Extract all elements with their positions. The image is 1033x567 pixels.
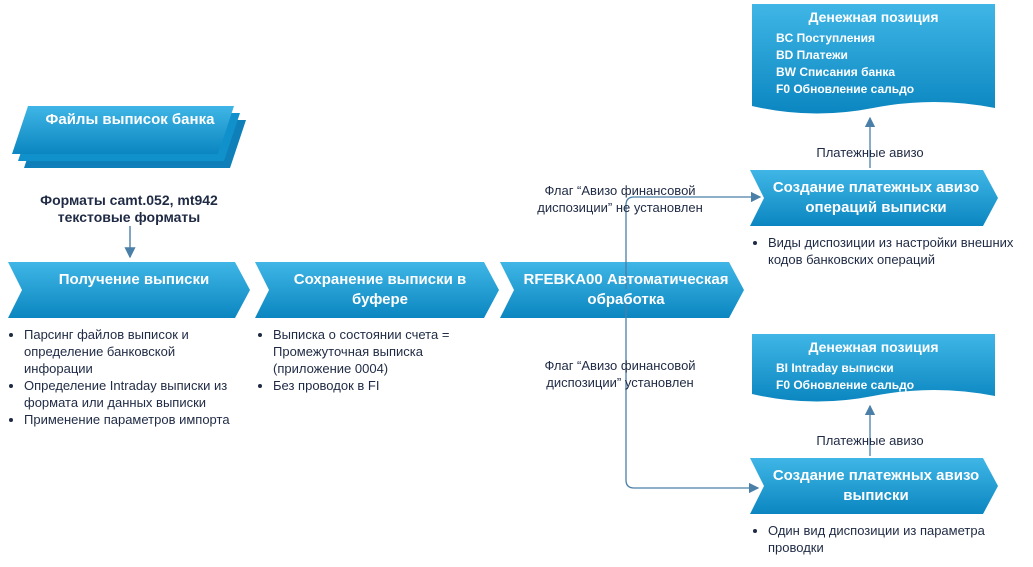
- list-item: Виды диспозиции из настройки внешних код…: [768, 234, 1033, 268]
- list-item: Определение Intraday выписки из формата …: [24, 377, 239, 411]
- condition-bottom-label: Флаг “Авизо финансовой диспозиции” устан…: [544, 358, 696, 390]
- list-item: Выписка о состоянии счета = Промежуточна…: [273, 326, 495, 377]
- input-formats-label: Форматы camt.052, mt942 текстовые формат…: [40, 192, 218, 225]
- payment-advice-top-label: Платежные авизо: [816, 145, 924, 160]
- cash-position-top-shape: [752, 4, 995, 114]
- connector-branch-bottom: [625, 300, 760, 494]
- list-item: BW Списания банка: [776, 65, 896, 79]
- action-top-bullets: Виды диспозиции из настройки внешних код…: [752, 234, 1033, 268]
- payment-advice-bottom-label: Платежные авизо: [816, 433, 924, 448]
- step-rfebka00-title: RFEBKA00 Автоматическая обработка: [523, 271, 729, 308]
- action-top-shape: [750, 170, 998, 226]
- condition-top-label: Флаг “Авизо финансовой диспозиции” не ус…: [537, 183, 703, 215]
- list-item: F0 Обновление сальдо: [776, 82, 915, 96]
- cash-position-bottom-title: Денежная позиция: [808, 339, 939, 355]
- cash-position-bottom-items: BI Intraday выписки F0 Обновление сальдо: [776, 360, 986, 394]
- action-bottom-title: Создание платежных авизо выписки: [772, 467, 980, 504]
- action-bottom-shape: [750, 458, 998, 514]
- cash-position-top-title: Денежная позиция: [808, 9, 939, 25]
- cash-position-top-items: BC Поступления BD Платежи BW Списания ба…: [776, 30, 986, 98]
- step-buffer-title: Сохранение выписки в буфере: [293, 271, 467, 308]
- step-rfebka00-shape: [500, 262, 744, 318]
- list-item: BC Поступления: [776, 31, 875, 45]
- step-receive-title: Получение выписки: [58, 271, 210, 288]
- step-buffer-bullets: Выписка о состоянии счета = Промежуточна…: [257, 326, 495, 394]
- action-top-title: Создание платежных авизо операций выписк…: [772, 179, 980, 216]
- list-item: F0 Обновление сальдо: [776, 378, 915, 392]
- list-item: Без проводок в FI: [273, 377, 495, 394]
- connector-branch-top: [625, 191, 762, 289]
- step-receive-shape: [8, 262, 250, 318]
- list-item: Один вид диспозиции из параметра проводк…: [768, 522, 1033, 556]
- action-bottom-bullets: Один вид диспозиции из параметра проводк…: [752, 522, 1033, 556]
- list-item: BD Платежи: [776, 48, 848, 62]
- step-receive-bullets: Парсинг файлов выписок и определение бан…: [8, 326, 239, 428]
- input-files-shape: [12, 106, 246, 168]
- list-item: BI Intraday выписки: [776, 361, 894, 375]
- list-item: Парсинг файлов выписок и определение бан…: [24, 326, 239, 377]
- list-item: Применение параметров импорта: [24, 411, 239, 428]
- step-buffer-shape: [255, 262, 499, 318]
- input-files-title: Файлы выписок банка: [45, 111, 215, 128]
- cash-position-bottom-shape: [752, 334, 995, 402]
